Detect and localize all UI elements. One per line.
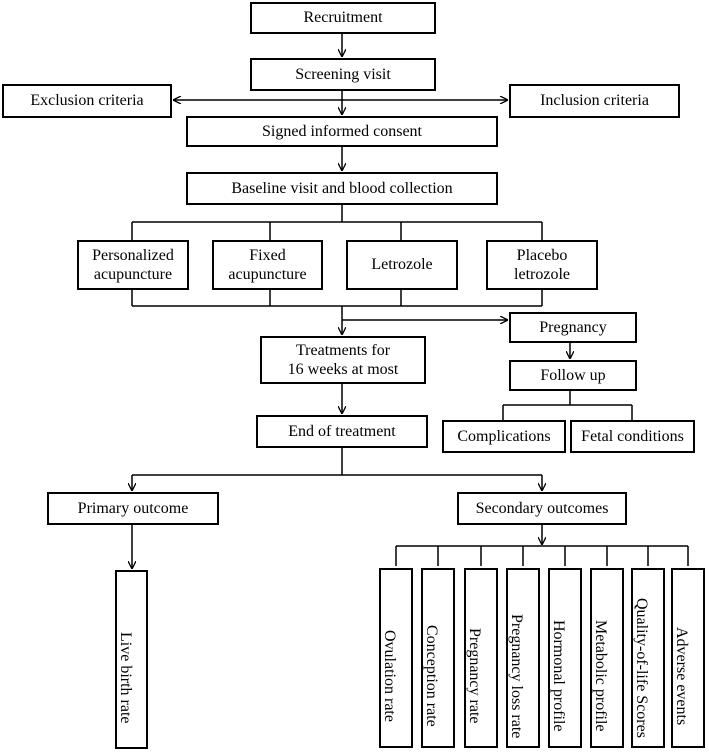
inclusion-criteria-box: Inclusion criteria: [509, 84, 680, 118]
secondary-item-label: Hormonal profile: [550, 620, 567, 732]
screening-visit-box: Screening visit: [250, 58, 436, 91]
secondary-item-metabolic-profile: Metabolic profile: [590, 568, 624, 748]
secondary-item-pregnancy-rate: Pregnancy rate: [464, 568, 498, 748]
secondary-item-adverse-events: Adverse events: [671, 568, 705, 748]
secondary-item-label: Pregnancy rate: [466, 628, 483, 724]
secondary-item-label: Conception rate: [423, 625, 440, 727]
arm-personalized-acupuncture: Personalized acupuncture: [77, 240, 189, 290]
follow-up-box: Follow up: [509, 360, 637, 391]
recruitment-box: Recruitment: [250, 2, 436, 34]
live-birth-rate-box: Live birth rate: [115, 570, 148, 749]
arm-fixed-acupuncture: Fixed acupuncture: [212, 240, 323, 290]
arm-placebo-letrozole: Placebo letrozole: [486, 240, 598, 290]
secondary-item-label: Adverse events: [673, 626, 690, 726]
secondary-item-pregnancy-loss-rate: Pregnancy loss rate: [506, 568, 540, 748]
secondary-item-hormonal-profile: Hormonal profile: [548, 568, 582, 748]
pregnancy-box: Pregnancy: [509, 312, 637, 343]
live-birth-rate-label: Live birth rate: [117, 631, 134, 724]
secondary-item-label: Quality-of-life Scores: [633, 598, 650, 738]
secondary-item-conception-rate: Conception rate: [421, 568, 455, 748]
consent-box: Signed informed consent: [186, 116, 498, 147]
arm-letrozole: Letrozole: [346, 240, 458, 290]
secondary-outcomes-box: Secondary outcomes: [457, 492, 627, 525]
baseline-box: Baseline visit and blood collection: [186, 172, 498, 205]
secondary-item-quality-of-life-scores: Quality-of-life Scores: [631, 568, 665, 748]
secondary-item-label: Metabolic profile: [592, 620, 609, 732]
complications-box: Complications: [442, 420, 566, 453]
treatments-box: Treatments for 16 weeks at most: [260, 336, 426, 384]
primary-outcome-box: Primary outcome: [47, 492, 219, 525]
secondary-item-ovulation-rate: Ovulation rate: [379, 568, 413, 748]
end-of-treatment-box: End of treatment: [256, 415, 428, 448]
exclusion-criteria-box: Exclusion criteria: [2, 84, 172, 118]
fetal-conditions-box: Fetal conditions: [570, 420, 695, 453]
secondary-item-label: Pregnancy loss rate: [508, 613, 525, 739]
secondary-item-label: Ovulation rate: [381, 630, 398, 722]
